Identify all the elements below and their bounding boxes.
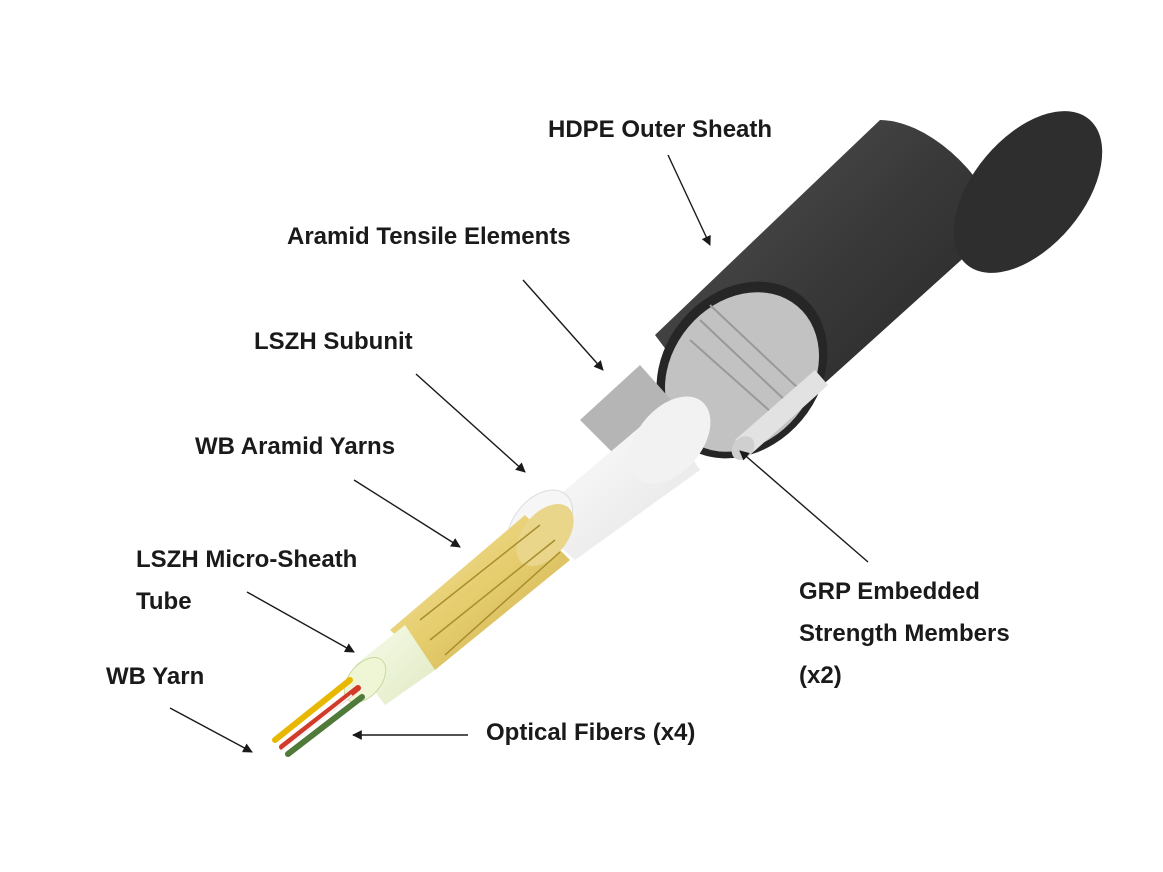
label-aramid-tensile-elements: Aramid Tensile Elements: [287, 223, 571, 250]
label-wb-yarn: WB Yarn: [106, 663, 205, 690]
leader-micro-sheath: [246, 591, 355, 653]
label-lszh-micro-sheath-tube: LSZH Micro-Sheath Tube: [136, 546, 358, 615]
label-wb-aramid-yarns: WB Aramid Yarns: [195, 433, 396, 460]
leader-lines: [169, 154, 869, 753]
leader-hdpe: [667, 154, 711, 246]
leader-wb-aramid: [353, 479, 461, 548]
label-lszh-subunit: LSZH Subunit: [254, 328, 413, 355]
wb-aramid-yarns: [390, 504, 574, 670]
optical-fibers: [272, 677, 365, 757]
label-hdpe-outer-sheath: HDPE Outer Sheath: [548, 116, 773, 143]
label-optical-fibers: Optical Fibers (x4): [486, 719, 696, 746]
leader-wb-yarn: [169, 707, 253, 753]
label-grp-strength-members: GRP Embedded Strength Members (x2): [799, 578, 1010, 689]
leader-grp: [739, 450, 869, 563]
leader-lszh-subunit: [415, 373, 526, 473]
leader-aramid-tensile: [522, 279, 604, 371]
